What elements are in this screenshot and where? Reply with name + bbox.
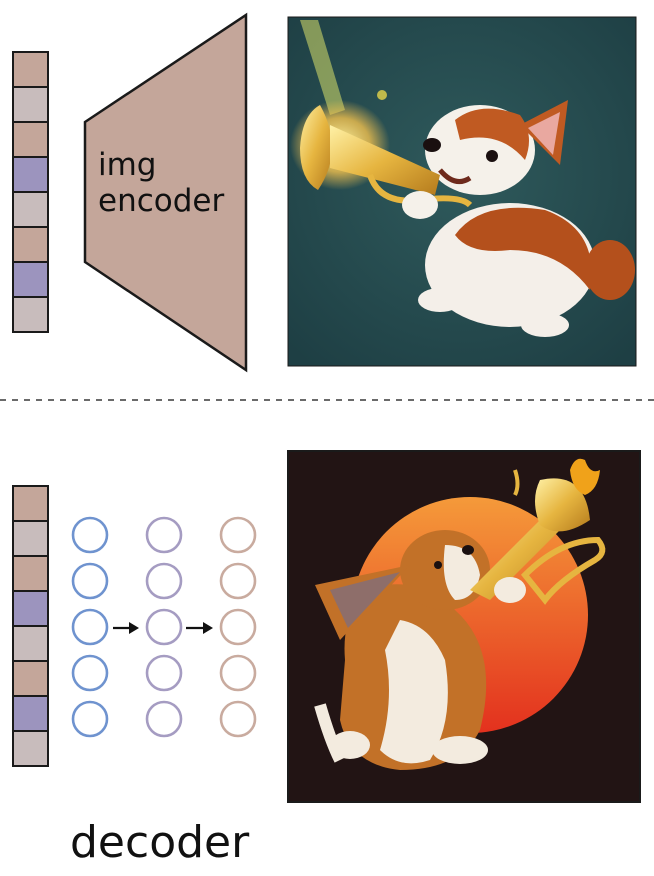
top-image-frame — [287, 16, 637, 367]
decoder-node — [71, 700, 109, 738]
image-embedding-cell — [12, 226, 49, 263]
decoder-network — [71, 516, 257, 738]
decoder-node — [219, 700, 257, 738]
decoder-arrows — [113, 622, 213, 634]
generated-image-top — [288, 17, 636, 366]
image-embedding-cell — [12, 156, 49, 193]
image-embedding-cell — [12, 86, 49, 123]
text-embedding-cell — [12, 590, 49, 627]
decoder-node — [71, 608, 109, 646]
text-embedding-cell — [12, 730, 49, 767]
encoder-label: img encoder — [98, 147, 225, 219]
text-embedding-cell — [12, 625, 49, 662]
image-embedding-vector — [12, 51, 49, 333]
decoder-node — [145, 700, 183, 738]
image-embedding-cell — [12, 296, 49, 333]
decoder-node — [145, 516, 183, 554]
encoder-label-line1: img — [98, 147, 157, 183]
text-embedding-cell — [12, 660, 49, 697]
text-embedding-cell — [12, 520, 49, 557]
decoder-label: decoder — [70, 817, 250, 868]
text-embedding-vector — [12, 485, 49, 767]
text-embedding-cell — [12, 555, 49, 592]
image-embedding-cell — [12, 51, 49, 88]
image-encoder-block — [83, 12, 248, 373]
decoder-node — [145, 562, 183, 600]
bottom-image-frame — [287, 450, 641, 803]
decoder-node — [219, 654, 257, 692]
encoder-label-line2: encoder — [98, 182, 225, 219]
image-embedding-cell — [12, 261, 49, 298]
decoder-node — [219, 562, 257, 600]
decoder-node — [71, 654, 109, 692]
decoder-node — [145, 608, 183, 646]
decoder-node — [71, 562, 109, 600]
decoder-node — [219, 608, 257, 646]
generated-image-bottom — [288, 451, 640, 802]
decoder-node — [219, 516, 257, 554]
image-embedding-cell — [12, 191, 49, 228]
text-embedding-cell — [12, 695, 49, 732]
decoder-node — [145, 654, 183, 692]
decoder-node — [71, 516, 109, 554]
text-embedding-cell — [12, 485, 49, 522]
image-embedding-cell — [12, 121, 49, 158]
